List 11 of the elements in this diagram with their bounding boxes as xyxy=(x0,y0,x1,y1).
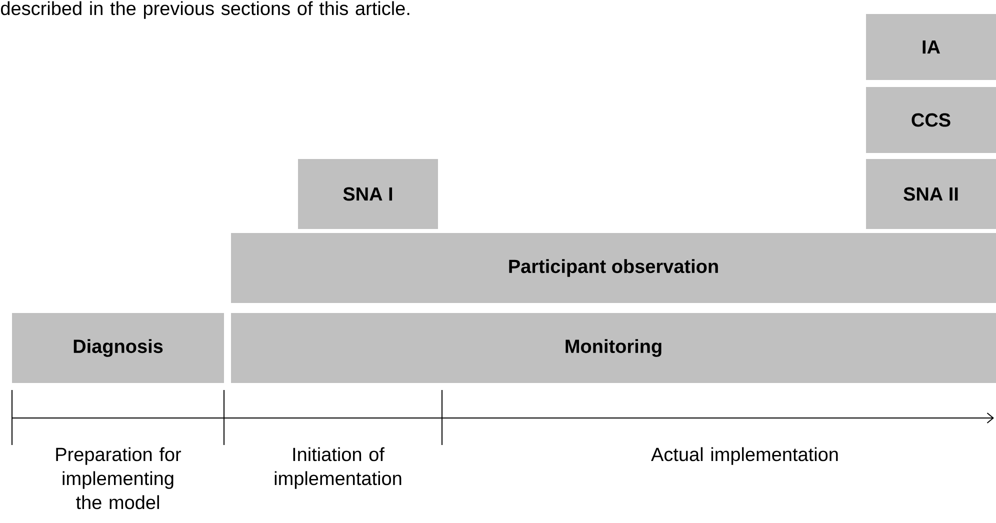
phase-box: SNA I xyxy=(298,159,438,229)
phase-label: Initiation of implementation xyxy=(274,447,402,489)
phase-label: Actual implementation xyxy=(651,447,838,465)
phase-box: Participant observation xyxy=(231,233,996,303)
phase-label: Preparation for implementing the model xyxy=(56,447,182,510)
phase-box: Monitoring xyxy=(231,313,996,383)
phase-box: Diagnosis xyxy=(12,313,224,383)
body-text: described in the previous sections of this article. xyxy=(1,1,410,19)
phase-box: IA xyxy=(866,14,996,80)
phase-box: CCS xyxy=(866,87,996,153)
phase-box: SNA II xyxy=(866,159,996,229)
